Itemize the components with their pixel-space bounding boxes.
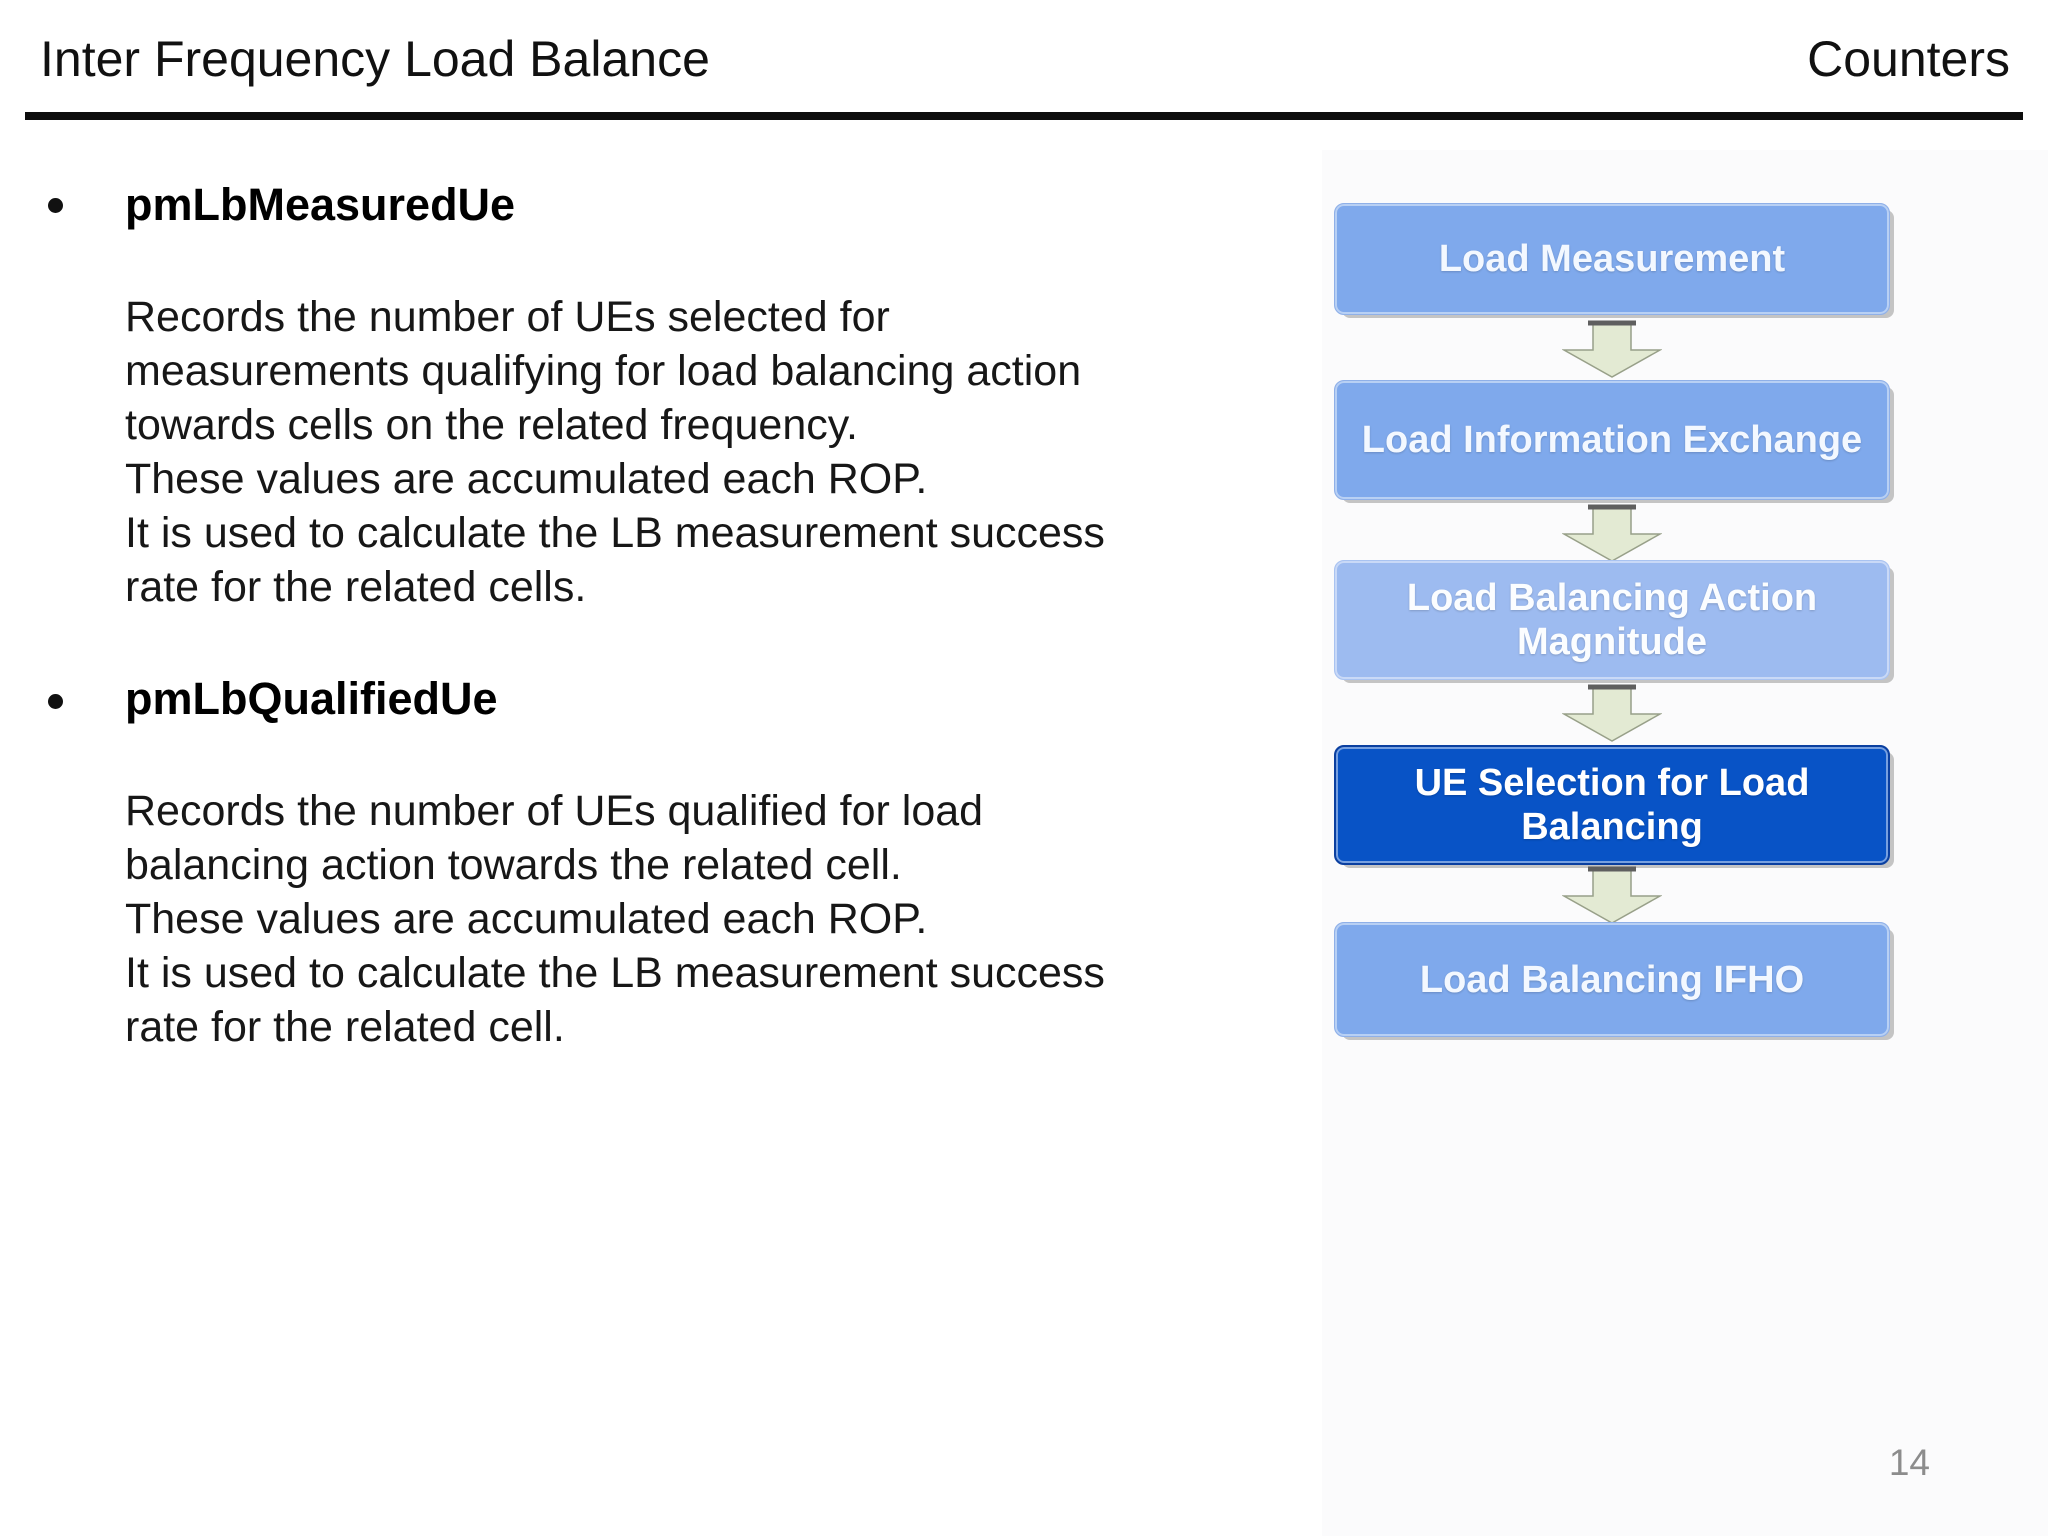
flow-step-label: Load Balancing Action Magnitude xyxy=(1406,577,1818,663)
header-right-label: Counters xyxy=(1807,31,2010,87)
bullet-icon xyxy=(48,694,63,709)
title-divider xyxy=(25,112,2023,120)
flow-step-label: Load Measurement xyxy=(1438,238,1786,280)
counter-name-2: pmLbQualifiedUe xyxy=(125,673,498,724)
flow-step-load-balancing-action-magnitude: Load Balancing Action Magnitude xyxy=(1334,560,1890,680)
counter-description-2: Records the number of UEs qualified for … xyxy=(125,787,1105,1051)
flow-step-label: UE Selection for Load Balancing xyxy=(1414,762,1810,848)
counter-name-1: pmLbMeasuredUe xyxy=(125,179,516,230)
flow-step-load-information-exchange: Load Information Exchange xyxy=(1334,380,1890,500)
page-number: 14 xyxy=(1888,1442,1930,1483)
flow-step-label: Load Balancing IFHO xyxy=(1419,958,1805,1001)
flow-step-load-measurement: Load Measurement xyxy=(1334,203,1890,315)
bullet-icon xyxy=(48,198,63,213)
flow-step-label: Load Information Exchange xyxy=(1361,419,1863,461)
flow-step-ue-selection-for-load-balancing: UE Selection for Load Balancing xyxy=(1334,745,1890,865)
down-arrow-icon xyxy=(1562,320,1662,378)
down-arrow-icon xyxy=(1562,504,1662,562)
down-arrow-icon xyxy=(1562,684,1662,742)
down-arrow-icon xyxy=(1562,866,1662,924)
page-title: Inter Frequency Load Balance xyxy=(40,31,710,87)
counter-description-1: Records the number of UEs selected for m… xyxy=(125,293,1105,611)
flow-step-load-balancing-ifho: Load Balancing IFHO xyxy=(1334,922,1890,1037)
